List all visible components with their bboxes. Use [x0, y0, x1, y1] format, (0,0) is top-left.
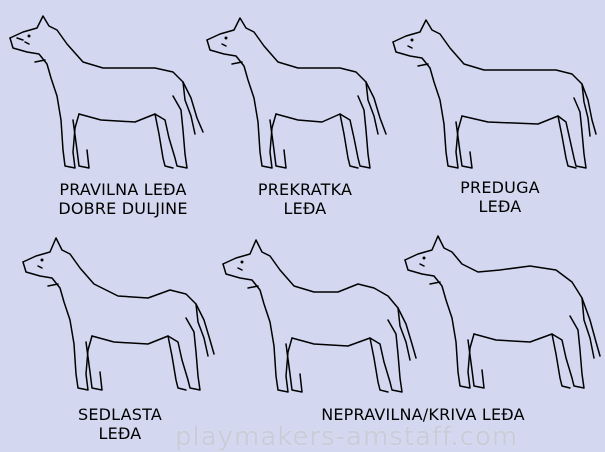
dog-figure-roach-back	[400, 228, 605, 398]
caption-sway-back: SEDLASTA LEĐA	[60, 405, 180, 443]
caption-long-back: PREDUGA LEĐA	[440, 178, 560, 216]
dog-figure-crooked-back	[218, 232, 423, 402]
dog-figure-long-back	[388, 12, 603, 177]
caption-line: LEĐA	[60, 424, 180, 443]
caption-line: PRAVILNA LEĐA	[28, 180, 218, 199]
caption-line: PREDUGA	[440, 178, 560, 197]
caption-normal-back: PRAVILNA LEĐA DOBRE DULJINE	[28, 180, 218, 218]
watermark: playmakers-amstaff.com	[175, 423, 518, 451]
dog-figure-normal-back	[5, 10, 210, 175]
caption-line: LEĐA	[240, 199, 370, 218]
caption-short-back: PREKRATKA LEĐA	[240, 180, 370, 218]
dog-figure-sway-back	[18, 232, 223, 402]
caption-line: DOBRE DULJINE	[28, 199, 218, 218]
caption-line: PREKRATKA	[240, 180, 370, 199]
dog-figure-short-back	[202, 10, 402, 175]
caption-line: SEDLASTA	[60, 405, 180, 424]
caption-line: LEĐA	[440, 197, 560, 216]
